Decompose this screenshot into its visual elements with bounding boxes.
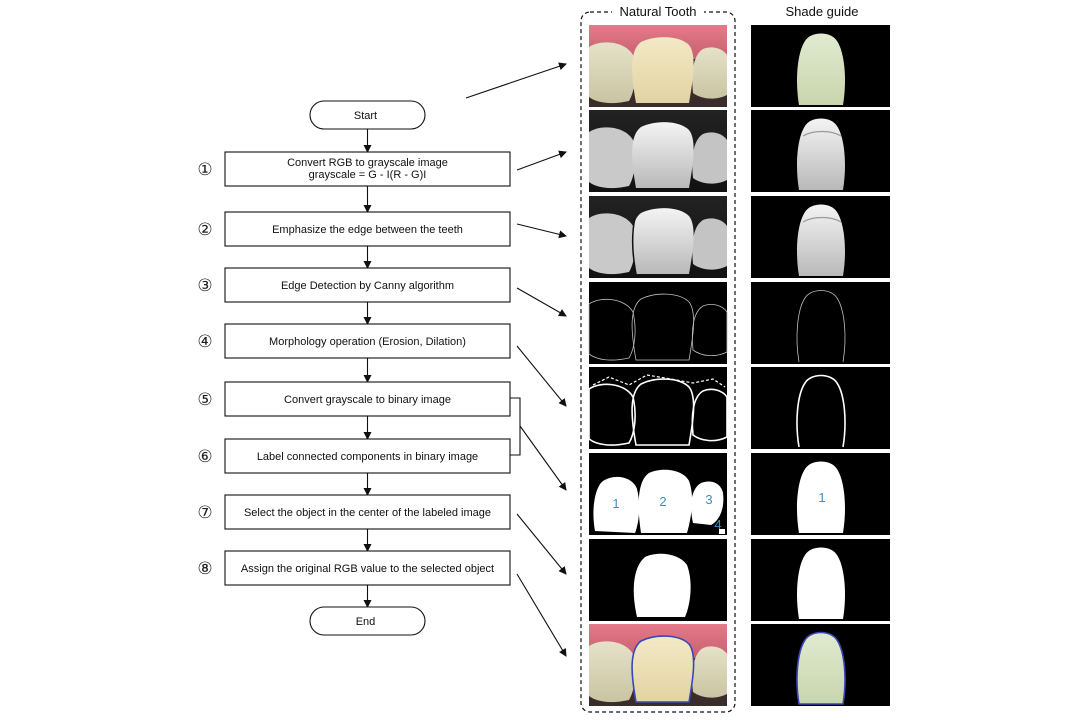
step-text: Convert grayscale to binary image	[284, 394, 451, 406]
natural-tooth-image-1	[589, 25, 727, 107]
step-number: ③	[197, 276, 212, 296]
end-label: End	[356, 616, 376, 628]
process-step-5: ⑤ Convert grayscale to binary image	[197, 381, 511, 417]
natural-tooth-image-2	[589, 110, 727, 192]
connector-arrow	[465, 62, 567, 99]
shade-guide-title: Shade guide	[785, 4, 858, 19]
process-step-3: ③ Edge Detection by Canny algorithm	[197, 267, 511, 303]
component-label-4: 4	[714, 517, 721, 532]
natural-tooth-column-frame	[580, 11, 736, 713]
step-number: ④	[197, 332, 212, 352]
process-step-7: ⑦ Select the object in the center of the …	[197, 494, 511, 530]
natural-tooth-image-5	[588, 367, 728, 449]
flowchart: Start ① Convert RGB to grayscale imagegray…	[197, 100, 521, 636]
step-number: ⑧	[197, 559, 212, 579]
step-number: ⑥	[197, 447, 212, 467]
natural-tooth-image-4	[588, 282, 728, 364]
end-terminal: End	[309, 606, 426, 636]
component-label-2: 2	[659, 494, 666, 509]
group-bracket	[510, 397, 521, 456]
step-number: ⑤	[197, 390, 212, 410]
connector-arrow	[519, 425, 567, 491]
process-step-6: ⑥ Label connected components in binary im…	[197, 438, 511, 474]
flow-to-image-arrows	[465, 62, 567, 657]
step-text: Assign the original RGB value to the sel…	[241, 563, 494, 575]
image-panels: 1 2 34 1	[588, 25, 890, 706]
connector-arrow	[516, 223, 567, 239]
connector-arrow	[516, 345, 567, 407]
natural-tooth-image-3	[589, 196, 727, 278]
process-step-1: ① Convert RGB to grayscale imagegrayscale…	[197, 151, 511, 187]
natural-tooth-image-7	[589, 539, 727, 621]
shade-guide-image-3	[751, 196, 890, 278]
process-step-8: ⑧ Assign the original RGB value to the se…	[197, 550, 511, 586]
shade-component-label-1: 1	[818, 490, 825, 505]
step-number: ⑦	[197, 503, 212, 523]
natural-tooth-image-6: 1 2 34	[589, 453, 727, 535]
start-label: Start	[354, 110, 377, 122]
step-text: Label connected components in binary ima…	[257, 451, 478, 463]
step-text: Emphasize the edge between the teeth	[272, 224, 463, 236]
natural-tooth-image-8	[589, 624, 727, 706]
shade-guide-image-2	[751, 110, 890, 192]
shade-guide-image-7	[751, 539, 890, 621]
step-text: Morphology operation (Erosion, Dilation)	[269, 336, 466, 348]
step-text: Select the object in the center of the l…	[244, 507, 491, 519]
shade-guide-image-8	[751, 624, 890, 706]
connector-arrow	[516, 150, 567, 171]
step-text: Edge Detection by Canny algorithm	[281, 280, 454, 292]
start-terminal: Start	[309, 100, 426, 130]
shade-guide-image-6: 1	[751, 453, 890, 535]
process-step-4: ④ Morphology operation (Erosion, Dilation…	[197, 323, 511, 359]
shade-guide-image-1	[751, 25, 890, 107]
natural-tooth-title: Natural Tooth	[619, 4, 696, 19]
shade-guide-image-4	[751, 282, 890, 364]
step-number: ②	[197, 220, 212, 240]
connector-arrow	[516, 573, 567, 657]
process-step-2: ② Emphasize the edge between the teeth	[197, 211, 511, 247]
shade-guide-image-5	[751, 367, 890, 449]
connector-arrow	[516, 287, 567, 317]
step-number: ①	[197, 160, 212, 180]
component-label-3: 3	[705, 492, 712, 507]
step-text: Convert RGB to grayscale image	[287, 157, 448, 169]
step-text: grayscale = G - I(R - G)I	[309, 169, 427, 181]
component-label-1: 1	[612, 496, 619, 511]
connector-arrow	[516, 513, 567, 575]
